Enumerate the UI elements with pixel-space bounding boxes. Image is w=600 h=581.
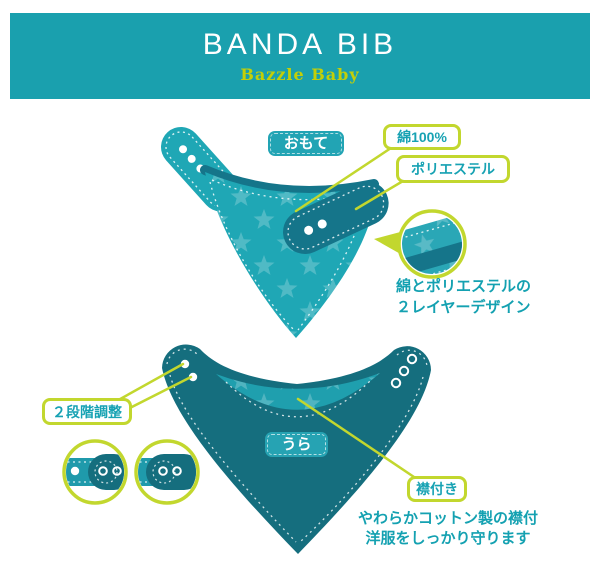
two-layer-caption-line1: 綿とポリエステルの xyxy=(396,278,532,295)
back-side-tag: うら xyxy=(265,432,328,457)
polyester-callout-line xyxy=(354,179,405,211)
collar-callout: 襟付き xyxy=(407,476,467,502)
snap-hole xyxy=(398,365,410,377)
adjust-callout-line-1 xyxy=(111,362,185,405)
front-side-tag: おもて xyxy=(268,131,344,156)
snap-adjustment-examples xyxy=(62,439,200,505)
snap-dot xyxy=(188,372,198,382)
cotton-callout-line xyxy=(294,146,393,213)
page-title: BANDA BIB xyxy=(202,28,398,61)
front-bib-illustration xyxy=(161,127,389,338)
snap-position-1 xyxy=(66,454,124,490)
snap-dot xyxy=(304,225,314,235)
stitching xyxy=(166,348,428,543)
snap-dot xyxy=(179,145,188,154)
snap-dot xyxy=(187,154,196,163)
polyester-callout: ポリエステル xyxy=(396,155,510,183)
magnifier-pointer xyxy=(374,231,404,256)
snap-hole xyxy=(390,377,402,389)
header-banner: BANDA BIB Bazzle Baby xyxy=(10,13,590,99)
brand-subtitle: Bazzle Baby xyxy=(240,65,360,84)
cotton-callout: 綿100% xyxy=(383,124,461,150)
two-layer-caption-line2: ２レイヤーデザイン xyxy=(396,299,531,316)
snap-hole xyxy=(406,353,418,365)
collar-callout-line xyxy=(296,397,416,479)
collar-caption-line2: 洋服をしっかり守ります xyxy=(365,530,531,547)
callout-lines xyxy=(111,146,416,479)
snap-dot xyxy=(180,359,190,369)
two-step-adjust-callout: ２段階調整 xyxy=(42,398,132,425)
snap-position-2 xyxy=(138,454,196,490)
collar-caption: やわらかコットン製の襟付 洋服をしっかり守ります xyxy=(338,509,558,549)
snap-dot xyxy=(317,219,327,229)
polyester-layer-band xyxy=(395,237,470,278)
two-layer-caption: 綿とポリエステルの ２レイヤーデザイン xyxy=(396,276,531,318)
front-right-strap xyxy=(283,181,389,254)
collar-caption-line1: やわらかコットン製の襟付 xyxy=(357,510,538,527)
